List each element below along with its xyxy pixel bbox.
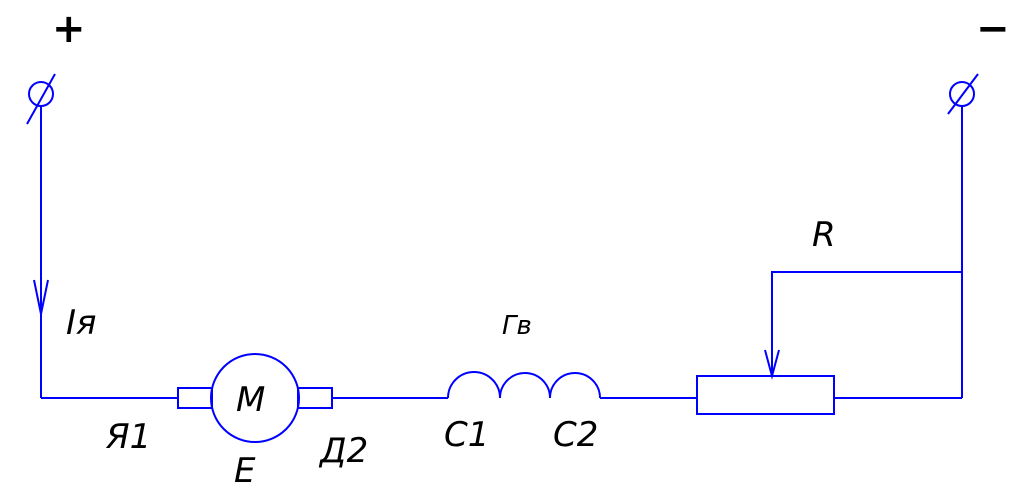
field-winding-coil — [447, 371, 601, 399]
resistor-label: R — [812, 215, 836, 255]
series-end-label: С2 — [553, 415, 598, 455]
resistor — [696, 375, 835, 415]
brush-terminal-label: Д2 — [318, 431, 368, 471]
motor-label: M — [236, 380, 265, 420]
series-start-label: С1 — [444, 415, 489, 455]
plus-terminal-sign: + — [52, 6, 86, 52]
field-winding-label: Гв — [502, 311, 532, 341]
current-arrow — [33, 279, 49, 315]
current-label: Iя — [66, 303, 96, 343]
slider-arrow — [764, 349, 780, 380]
emf-label: E — [234, 451, 256, 491]
anchor-terminal-label: Я1 — [105, 417, 151, 457]
minus-terminal-sign: − — [976, 6, 1010, 52]
rheostat-slider — [771, 271, 962, 376]
